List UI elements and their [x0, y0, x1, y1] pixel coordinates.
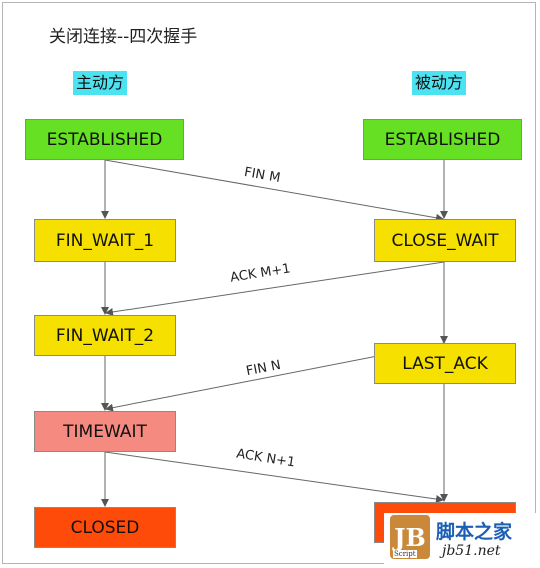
diagram-frame — [2, 2, 536, 564]
badge-text: JB — [394, 522, 426, 552]
watermark-site-name: 脚本之家 — [436, 521, 513, 543]
state-established-active: ESTABLISHED — [25, 119, 184, 160]
diagram-title: 关闭连接--四次握手 — [49, 27, 198, 47]
watermark-url: jb51.net — [442, 543, 501, 559]
passive-side-label: 被动方 — [412, 71, 467, 95]
state-closed-active: CLOSED — [34, 507, 176, 548]
state-fin-wait-2: FIN_WAIT_2 — [34, 315, 176, 356]
active-side-label: 主动方 — [73, 71, 128, 95]
state-last-ack: LAST_ACK — [374, 343, 516, 384]
state-close-wait: CLOSE_WAIT — [374, 219, 516, 262]
state-timewait: TIMEWAIT — [34, 411, 176, 452]
state-fin-wait-1: FIN_WAIT_1 — [34, 219, 176, 262]
badge-subtext: Script — [393, 550, 417, 558]
state-established-passive: ESTABLISHED — [363, 119, 522, 160]
watermark-logo: JB Script 脚本之家 jb51.net — [384, 513, 540, 565]
jb-badge-icon: JB Script — [390, 515, 430, 559]
